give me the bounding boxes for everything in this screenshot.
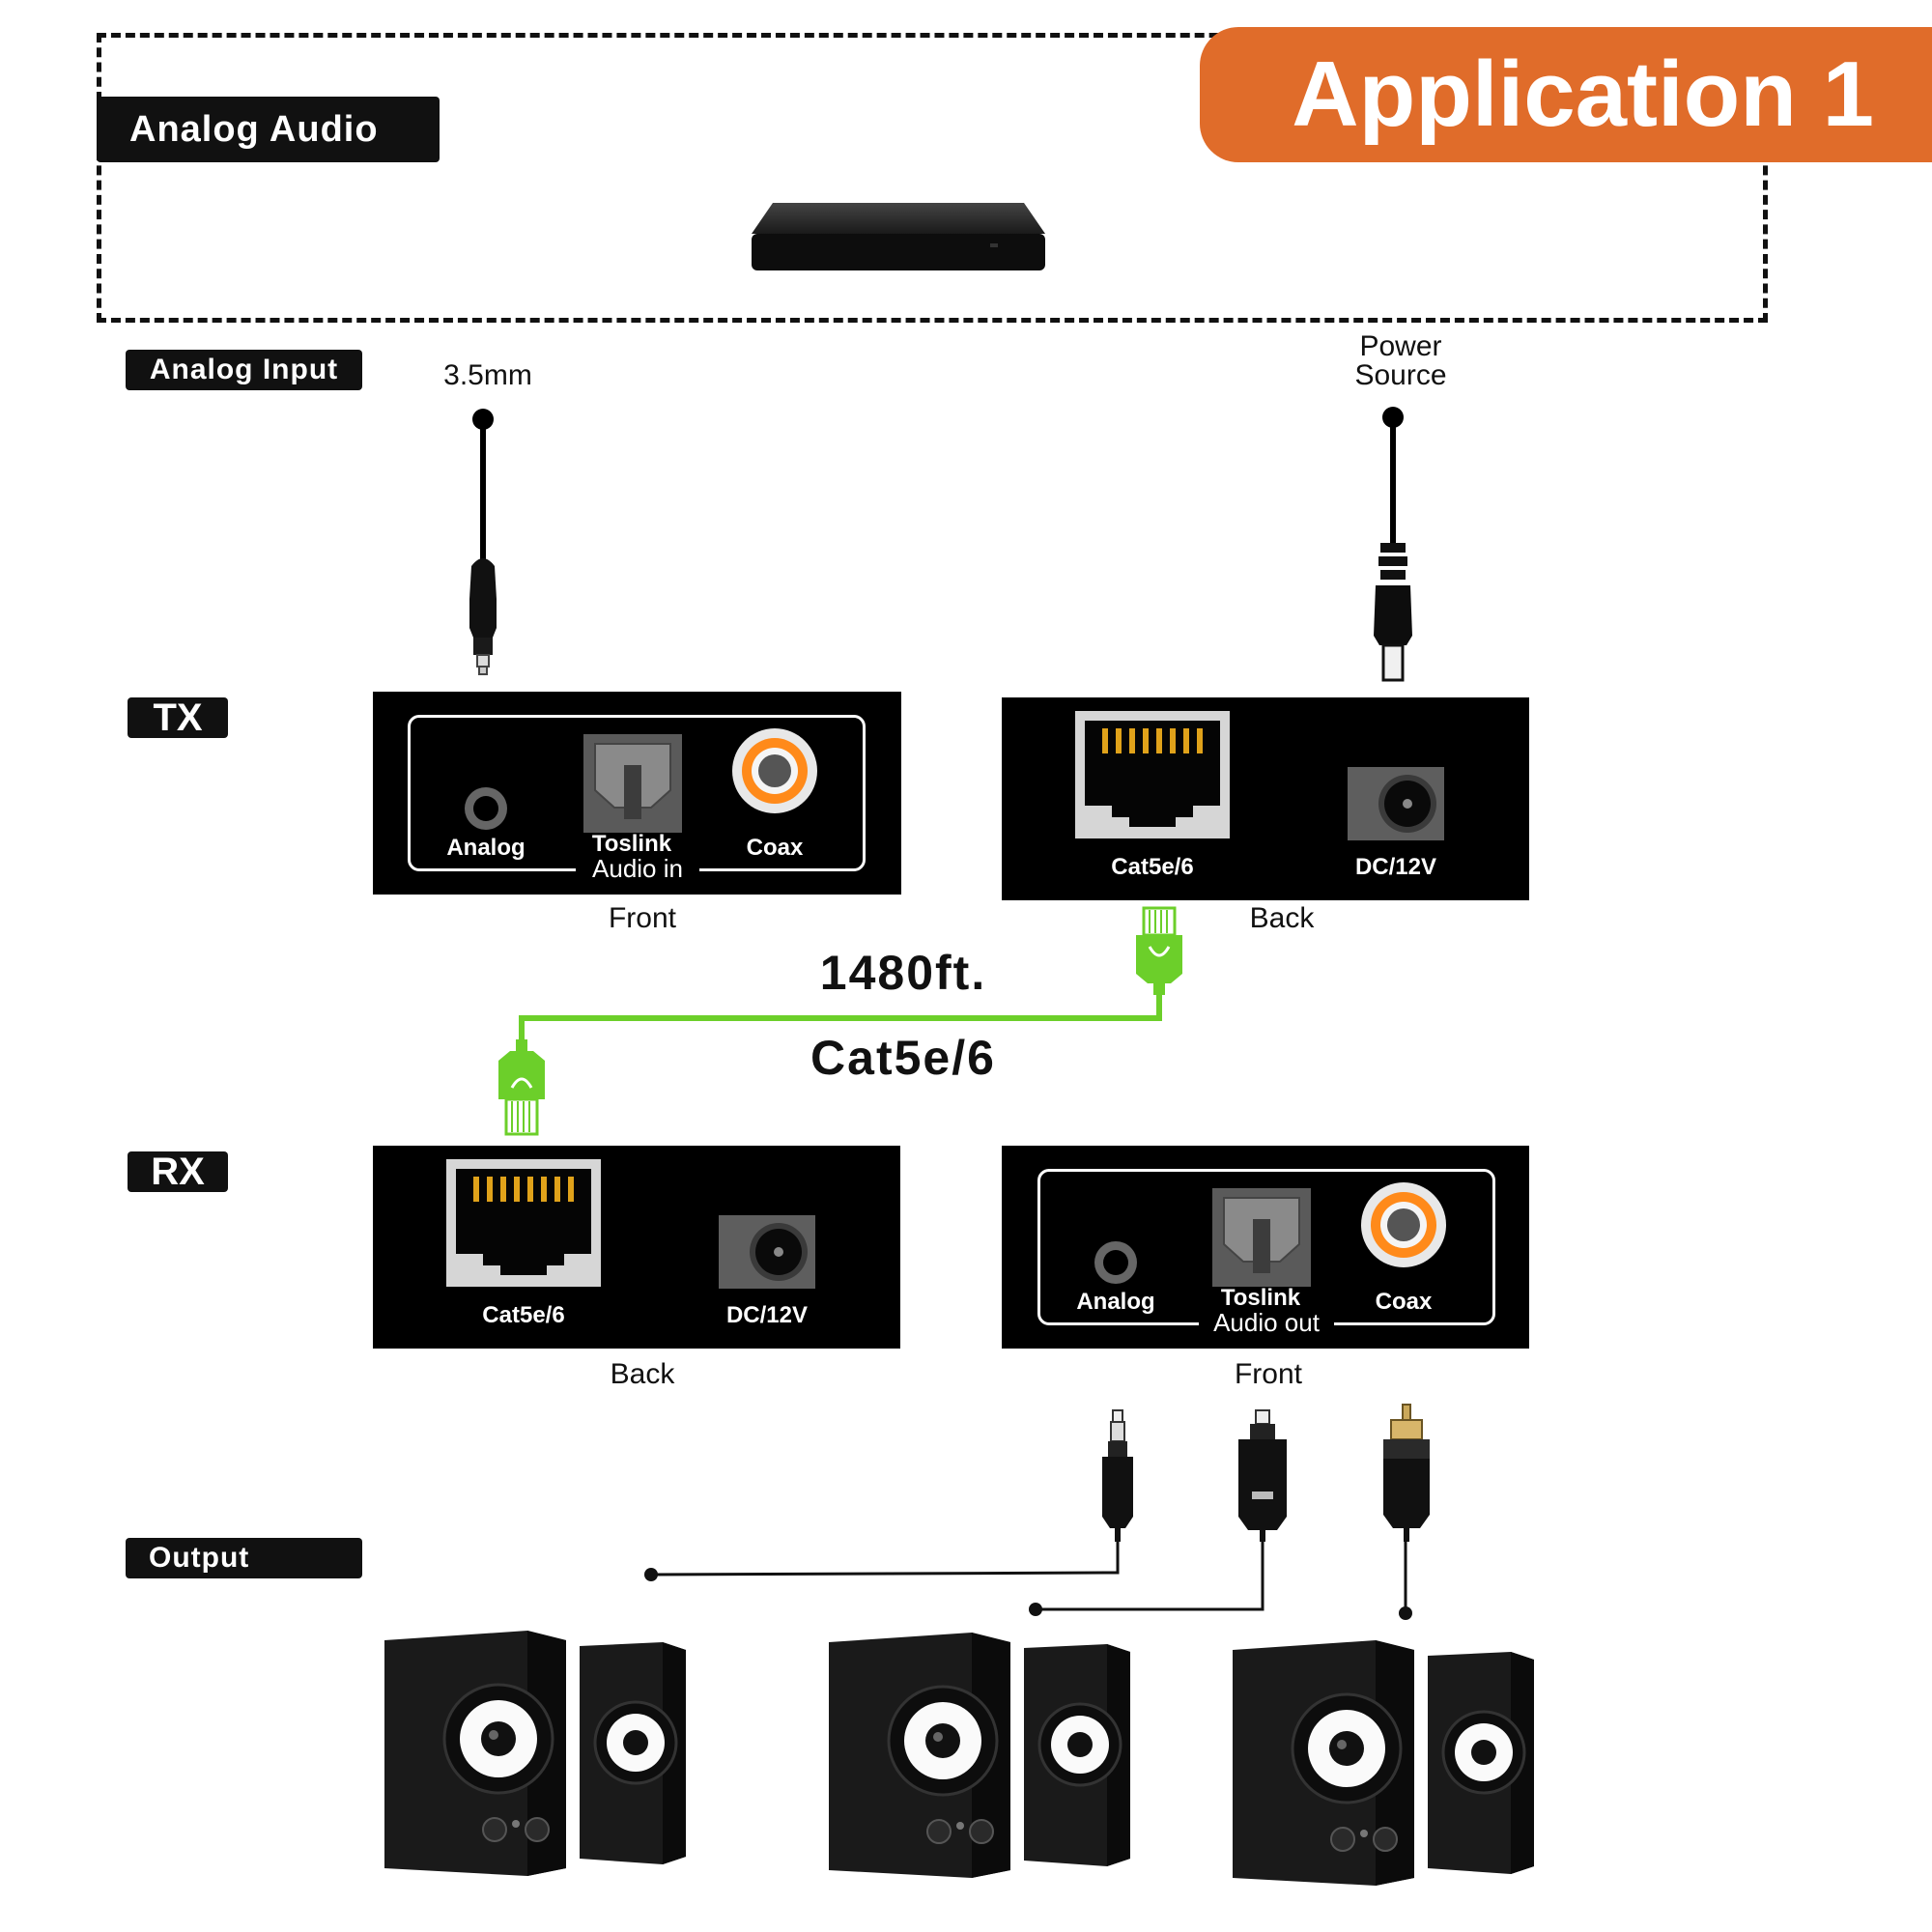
- power-plug-icon: [1374, 407, 1412, 682]
- rx-lan-label: Cat5e/6: [482, 1302, 565, 1328]
- source-area: [97, 33, 1768, 323]
- tx-toslink-label: Toslink: [591, 831, 672, 857]
- speaker-pair-icon: [384, 1631, 686, 1876]
- tx-lan-label: Cat5e/6: [1111, 854, 1194, 880]
- tx-tag: TX: [128, 697, 228, 738]
- cable-type: Cat5e/6: [810, 1031, 996, 1085]
- rx-front-caption: Front: [1234, 1358, 1303, 1390]
- tx-front-caption: Front: [608, 902, 677, 934]
- dc-port-icon: [1348, 767, 1444, 840]
- rx-toslink-label: Toslink: [1220, 1285, 1301, 1311]
- coax-port-icon: [732, 728, 817, 813]
- jack-label: 3.5mm: [443, 359, 532, 391]
- tx-back-caption: Back: [1249, 902, 1315, 934]
- rx-audio-out-label: Audio out: [1199, 1308, 1334, 1338]
- tx-back-panel: Cat5e/6 DC/12V: [1002, 697, 1529, 900]
- rx-analog-label: Analog: [1076, 1289, 1155, 1315]
- application-title: Application 1: [1200, 27, 1932, 162]
- rx-front-panel: Analog Toslink Audio out Coax: [1002, 1146, 1529, 1349]
- dvd-player-icon: [752, 203, 1045, 270]
- speaker-pair-icon: [829, 1633, 1130, 1878]
- cable-distance: 1480ft.: [819, 946, 987, 1000]
- tx-analog-label: Analog: [446, 835, 526, 861]
- tx-front-panel: Analog Toslink Audio in Coax: [373, 692, 901, 895]
- coax-plug-icon: [1383, 1404, 1430, 1542]
- rj45-port-icon: [446, 1159, 601, 1287]
- analog-plug-icon: [1102, 1409, 1133, 1542]
- output-tag: Output: [126, 1538, 362, 1578]
- coax-port-icon: [1361, 1182, 1446, 1267]
- rx-back-panel: Cat5e/6 DC/12V: [373, 1146, 900, 1349]
- dc-port-icon: [719, 1215, 815, 1289]
- rx-coax-label: Coax: [1375, 1289, 1433, 1315]
- audio-jack-plug-icon: [469, 409, 497, 675]
- toslink-port-icon: [583, 734, 682, 833]
- source-tag: Analog Audio: [97, 97, 440, 162]
- rx-back-caption: Back: [610, 1358, 675, 1390]
- rj45-port-icon: [1075, 711, 1230, 838]
- rx-dc-label: DC/12V: [725, 1302, 809, 1328]
- speaker-pair-icon: [1233, 1640, 1534, 1886]
- toslink-port-icon: [1212, 1188, 1311, 1287]
- analog-port-icon: [465, 787, 507, 830]
- tx-coax-label: Coax: [746, 835, 804, 861]
- tx-audio-in-label: Audio in: [576, 854, 699, 884]
- power-label-line2: Source: [1354, 359, 1447, 391]
- toslink-plug-icon: [1238, 1409, 1287, 1542]
- analog-port-icon: [1094, 1241, 1137, 1284]
- power-label-line1: Power: [1359, 330, 1442, 362]
- analog-input-tag: Analog Input: [126, 350, 362, 390]
- rx-tag: RX: [128, 1151, 228, 1192]
- tx-dc-label: DC/12V: [1354, 854, 1437, 880]
